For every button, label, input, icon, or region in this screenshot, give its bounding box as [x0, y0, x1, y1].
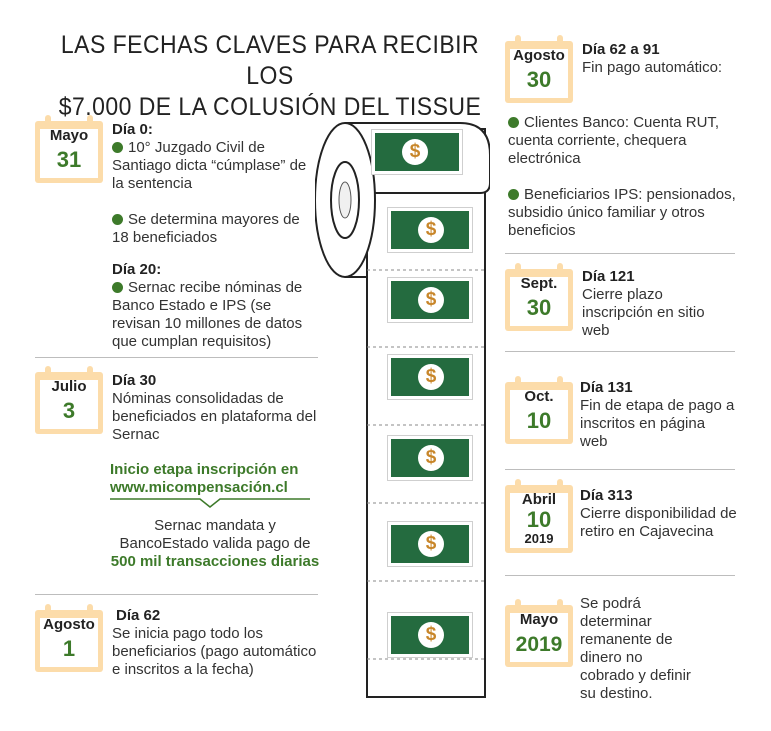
calendar-icon-mayo-31: Mayo 31 — [35, 115, 103, 183]
bullet-item: Clientes Banco: Cuenta RUT, cuenta corri… — [508, 114, 720, 167]
dollar-bill-icon: $ — [387, 435, 473, 481]
divider — [35, 357, 318, 358]
bullet-icon — [112, 214, 123, 225]
calendar-icon-mayo-2019: Mayo 2019 — [505, 599, 573, 667]
divider — [35, 594, 318, 595]
entry-julio-3: Día 30 Nóminas consolidadas de beneficia… — [112, 372, 317, 443]
bullet-icon — [112, 142, 123, 153]
divider — [505, 351, 735, 352]
dollar-bill-icon: $ — [371, 129, 463, 175]
dollar-bill-icon: $ — [387, 354, 473, 400]
dollar-bill-icon: $ — [387, 521, 473, 567]
divider — [505, 469, 735, 470]
entry-abril-10: Día 313 Cierre disponibilidad de retiro … — [580, 487, 737, 540]
calendar-icon-abril-10: Abril 10 2019 — [505, 479, 573, 553]
bullet-item: Sernac recibe nóminas de Banco Estado e … — [112, 279, 303, 350]
page-title: LAS FECHAS CLAVES PARA RECIBIR LOS $7.00… — [58, 30, 481, 123]
bullet-item: 10° Juzgado Civil de Santiago dicta “cúm… — [112, 139, 307, 192]
calendar-icon-agosto-1: Agosto 1 — [35, 604, 103, 672]
bullet-icon — [508, 189, 519, 200]
calendar-icon-julio-3: Julio 3 — [35, 366, 103, 434]
calendar-icon-oct-10: Oct. 10 — [505, 376, 573, 444]
website-link[interactable]: www.micompensación.cl — [110, 479, 288, 496]
dollar-bill-icon: $ — [387, 277, 473, 323]
dollar-bill-icon: $ — [387, 612, 473, 658]
entry-mayo-2019: Se podrá determinar remanente de dinero … — [580, 595, 691, 702]
bullet-item: Se determina mayores de 18 beneficiados — [112, 211, 300, 246]
divider — [505, 575, 735, 576]
bullet-icon — [112, 282, 123, 293]
calendar-icon-agosto-30: Agosto 30 — [505, 35, 573, 103]
callout-pointer — [110, 498, 310, 508]
entry-agosto-1: Día 62 Se inicia pago todo los beneficia… — [112, 607, 317, 678]
bullet-item: Beneficiarios IPS: pensionados, subsidio… — [508, 186, 736, 239]
entry-agosto-30: Día 62 a 91 Fin pago automático: — [582, 41, 723, 76]
calendar-icon-sept-30: Sept. 30 — [505, 263, 573, 331]
entry-mayo-31: Día 0: 10° Juzgado Civil de Santiago dic… — [112, 121, 312, 351]
entry-agosto-30-details: Clientes Banco: Cuenta RUT, cuenta corri… — [508, 114, 738, 240]
dollar-bill-icon: $ — [387, 207, 473, 253]
divider — [505, 253, 735, 254]
title-line-1: LAS FECHAS CLAVES PARA RECIBIR LOS — [60, 31, 480, 90]
bullet-icon — [508, 117, 519, 128]
inscription-callout: Inicio etapa inscripción en www.micompen… — [110, 461, 320, 497]
entry-oct-10: Día 131 Fin de etapa de pago a inscritos… — [580, 379, 735, 450]
title-line-2: $7.000 DE LA COLUSIÓN DEL TISSUE — [58, 93, 482, 121]
entry-sept-30: Día 121 Cierre plazo inscripción en siti… — [582, 268, 705, 339]
validation-note: Sernac mandata y BancoEstado valida pago… — [110, 517, 320, 570]
